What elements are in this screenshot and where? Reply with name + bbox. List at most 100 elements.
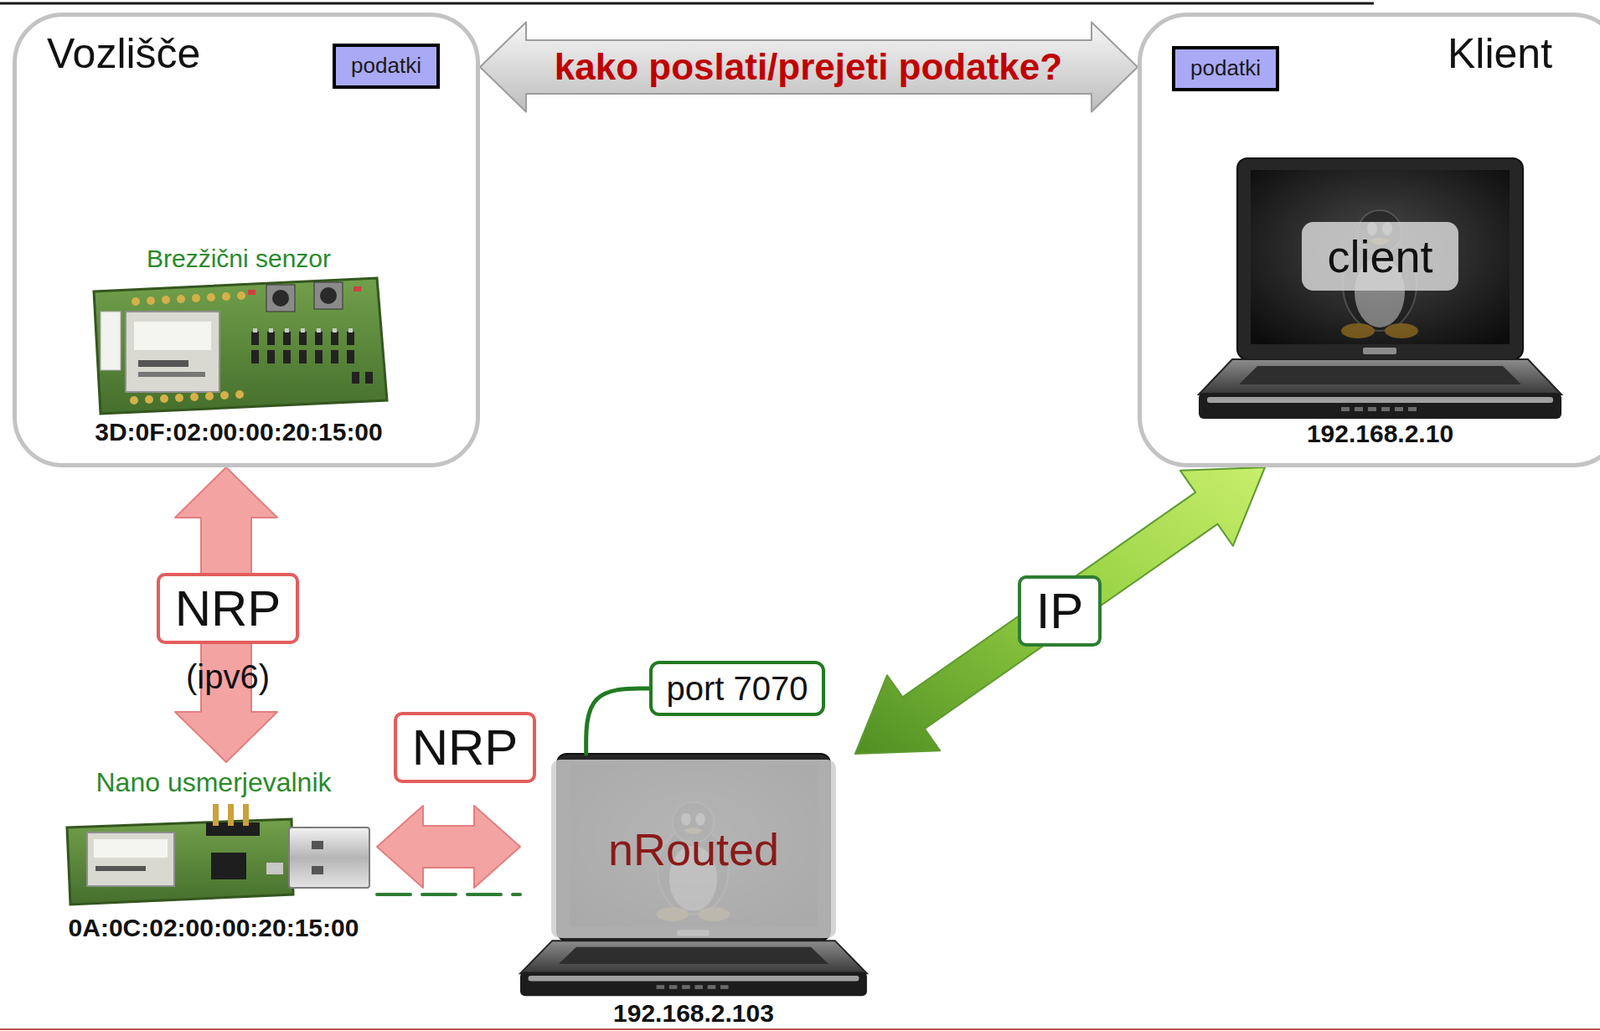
sensor-board-part-part (316, 328, 321, 333)
sensor-board-part-part (251, 350, 259, 364)
usb-router-stick-part (289, 827, 370, 888)
sensor-board-part-part (267, 331, 275, 346)
sensor-board-part-part (144, 395, 154, 404)
sensor-board-part-part (176, 294, 186, 304)
usb-router-stick-part (311, 841, 324, 850)
data-box: podatki (332, 43, 440, 89)
sensor-board-part-part (299, 331, 307, 346)
sensor-board-part (320, 287, 337, 305)
edge-label: IP (1017, 575, 1103, 647)
sensor-board-part-part (346, 331, 355, 346)
sensor-board-part-part (268, 328, 274, 333)
usb-router-stick-part (211, 852, 247, 880)
sensor-device: Brezžični senzor 3D:0F:02:00:00:20:15:00 (75, 244, 403, 446)
sensor-board-part (266, 284, 295, 312)
edge-label: NRP (156, 572, 300, 645)
usb-router-stick-part (93, 839, 168, 858)
sensor-board-part (100, 311, 121, 371)
client-region: Klient podatki client 192.168.2.10 (1137, 12, 1600, 468)
sensor-board-part-part (314, 331, 323, 346)
node-region: Vozlišče podatkiBrezžični senzor 3D:0F:02:… (12, 12, 480, 468)
usb-router-stick-part (227, 804, 234, 826)
port-label: port 7070 (665, 669, 808, 708)
sensor-board-part-part (220, 391, 229, 400)
edge-label: NRP (393, 712, 537, 784)
sensor-board-part (125, 311, 220, 393)
sensor-board-part-part (131, 297, 140, 306)
usb-router-stick-part (87, 832, 175, 887)
edge-label-holder: IP (1017, 575, 1103, 647)
sensor-board-part-part (283, 331, 291, 346)
sensor-board-part-part (190, 392, 199, 402)
sensor-board-part-part (129, 396, 139, 405)
mac-address: 0A:0C:02:00:00:20:15:00 (68, 913, 360, 942)
mac-address: 3D:0F:02:00:00:20:15:00 (94, 418, 383, 446)
sensor-board-part-part (300, 328, 305, 333)
sensor-board-part-part (175, 393, 184, 403)
sensor-board-part-part (330, 331, 339, 346)
client-laptop-picture (1198, 158, 1562, 419)
sensor-board-part-part (314, 350, 323, 364)
leader-line (586, 688, 651, 754)
sensor-board-part-part (365, 371, 373, 384)
sensor-board-part-part (284, 328, 290, 333)
sensor-board-part-part (252, 328, 258, 333)
edge-label-holder: NRP (393, 712, 537, 784)
edge-label-holder: kako poslati/prejeti podatke? (554, 46, 1063, 88)
sensor-board-part-part (267, 350, 275, 364)
sensor-board-part-part (351, 371, 360, 384)
sensor-board-part-part (160, 394, 169, 403)
program-name: nRouted (551, 759, 837, 939)
sensor-board-part (138, 360, 189, 367)
sensor-board-part (353, 286, 362, 292)
sensor-board-part-part (205, 392, 214, 401)
region-title: Klient (1447, 30, 1553, 79)
bottom-rule (0, 1028, 1600, 1031)
sensor-board (93, 278, 388, 414)
ip-address: 192.168.2.10 (1306, 419, 1454, 448)
sensor-board-part-part (237, 291, 246, 300)
sensor-board-part (247, 289, 256, 295)
sensor-board-part (93, 278, 388, 414)
label-holder: (ipv6) (185, 657, 270, 697)
data-label: podatki (350, 53, 422, 79)
sensor-board-part (129, 291, 246, 405)
sensor-board-part-part (146, 296, 155, 305)
sensor-board-part (252, 328, 353, 333)
router-laptop-picture (520, 753, 868, 997)
usb-router-stick (67, 804, 370, 905)
device-name: Nano usmerjevalnik (95, 767, 331, 799)
region-title: Vozlišče (46, 30, 201, 79)
program-name: client (1301, 221, 1458, 291)
question-arrow (480, 21, 1138, 112)
nano-router: Nano usmerjevalnik 0A:0C:02:00:00:20:15:0… (50, 762, 377, 942)
usb-router-stick-part (242, 804, 249, 826)
usb-router-stick-part (212, 804, 219, 826)
sensor-board-part (314, 282, 343, 310)
port-box: port 7070 (649, 660, 825, 717)
sensor-board-part-part (330, 350, 339, 364)
sensor-board-part-part (161, 295, 171, 305)
sensor-board-part-part (235, 390, 244, 399)
ip-address: 192.168.2.103 (613, 999, 775, 1028)
top-rule (0, 2, 1374, 6)
device-name: Brezžični senzor (146, 244, 331, 274)
sensor-board-part (138, 371, 206, 377)
usb-router-stick-part (266, 862, 284, 875)
protocol-note: (ipv6) (185, 657, 270, 697)
sensor-board-part (251, 331, 373, 384)
data-box: podatki (1171, 46, 1280, 92)
sensor-board-part-part (251, 331, 259, 346)
edge-label: kako poslati/prejeti podatke? (554, 46, 1063, 88)
usb-router-stick-part (95, 866, 146, 872)
sensor-board-part-part (221, 292, 231, 301)
router-laptop: nRouted 192.168.2.103 (520, 753, 868, 1028)
ip-arrow (855, 467, 1265, 754)
usb-router-stick-part (311, 866, 324, 875)
sensor-board-part-part (299, 350, 307, 364)
sensor-board-part-part (332, 328, 337, 333)
sensor-board-part-part (346, 350, 355, 364)
sensor-board-part-part (283, 350, 291, 364)
